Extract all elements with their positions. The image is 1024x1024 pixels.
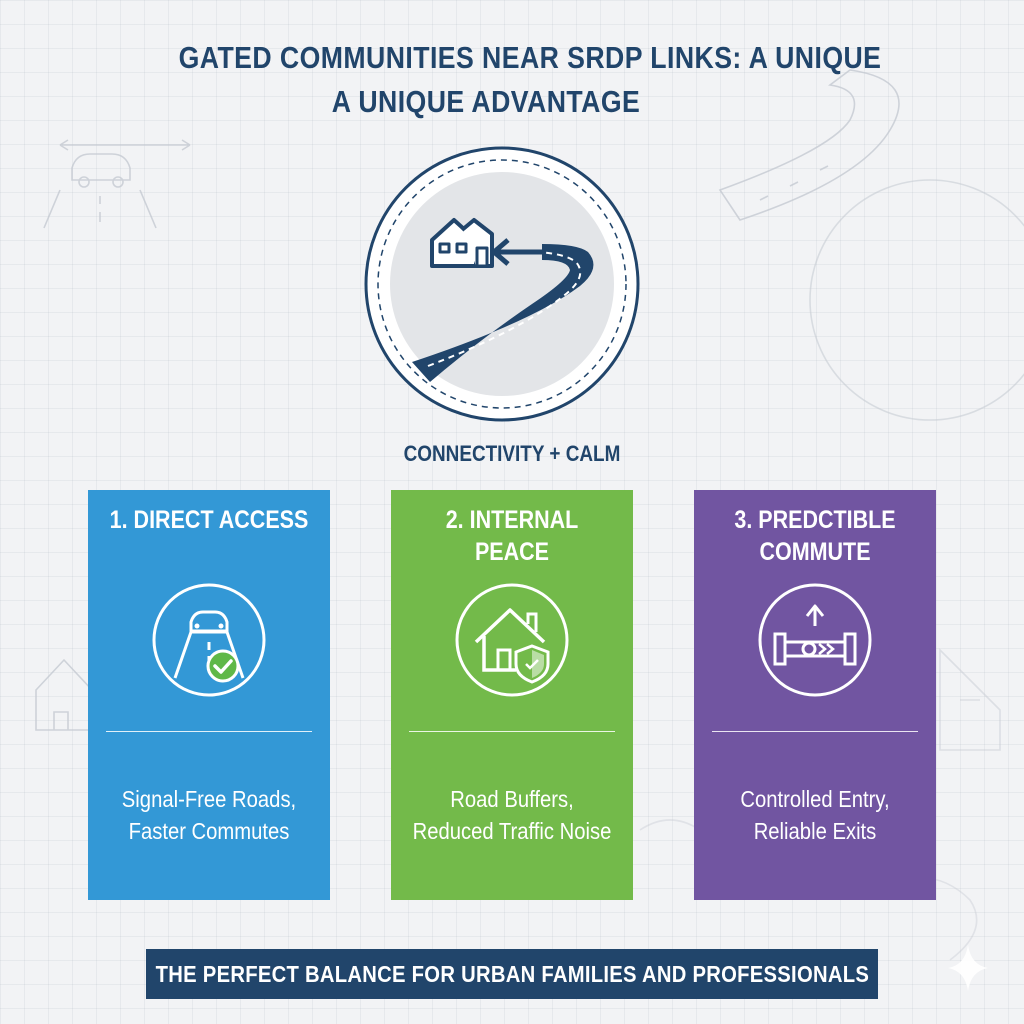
card-predictable-commute: 3. PREDCTIBLE COMMUTE Controlled Entry, … — [694, 490, 936, 900]
connectivity-emblem — [364, 146, 640, 422]
card-divider — [409, 731, 615, 732]
card-internal-peace: 2. INTERNAL PEACE Road Buffers, Reduced … — [391, 490, 633, 900]
page-title-line-1: GATED COMMUNITIES NEAR SRDP LINKS: A UNI… — [178, 40, 882, 75]
card-direct-access: 1. DIRECT ACCESS Signal-Free Roads, Fast… — [88, 490, 330, 900]
road-icon — [412, 244, 594, 382]
card-title: 1. DIRECT ACCESS — [109, 506, 309, 534]
house-icon — [430, 218, 494, 268]
card-title: 2. INTERNAL PEACE — [445, 506, 579, 566]
emblem-caption: CONNECTIVITY + CALM — [403, 441, 621, 466]
page-title-line-2: A UNIQUE ADVANTAGE — [331, 84, 641, 119]
card-description: Controlled Entry, Reliable Exits — [740, 786, 890, 844]
card-description: Road Buffers, Reduced Traffic Noise — [412, 786, 612, 844]
card-description: Signal-Free Roads, Faster Commutes — [121, 786, 297, 844]
footer-text: THE PERFECT BALANCE FOR URBAN FAMILIES A… — [155, 960, 869, 987]
footer-banner: THE PERFECT BALANCE FOR URBAN FAMILIES A… — [146, 949, 878, 999]
gate-arrow-icon — [758, 583, 872, 697]
card-title: 3. PREDCTIBLE COMMUTE — [734, 506, 896, 566]
card-divider — [106, 731, 312, 732]
card-divider — [712, 731, 918, 732]
car-road-check-icon — [152, 583, 266, 697]
house-shield-icon — [455, 583, 569, 697]
sparkle-icon — [948, 945, 988, 991]
